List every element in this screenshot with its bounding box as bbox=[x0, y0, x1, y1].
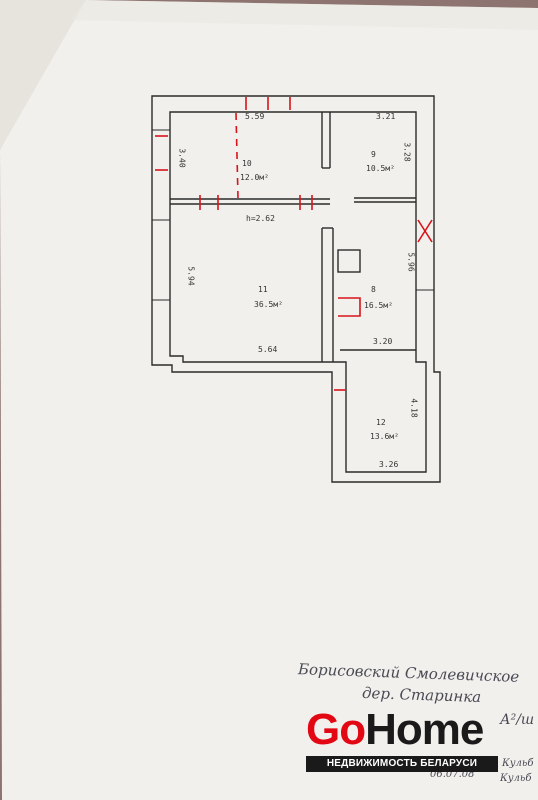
room-9-number: 9 bbox=[371, 150, 376, 159]
handwritten-corner-mark: А²/ш bbox=[500, 712, 535, 728]
stove bbox=[337, 249, 361, 273]
window-cross bbox=[417, 219, 433, 243]
room-12-number: 12 bbox=[376, 418, 386, 427]
dim-right-middle-height: 5.96 bbox=[406, 252, 416, 272]
dim-bottom-width: 5.64 bbox=[258, 345, 278, 354]
room-11-number: 11 bbox=[258, 285, 268, 294]
room-9-area: 10.5м² bbox=[366, 164, 395, 173]
outer-wall-outer-edge bbox=[151, 95, 441, 483]
dim-annex-height: 4.18 bbox=[409, 398, 419, 418]
room-10-number: 10 bbox=[242, 159, 252, 168]
dim-left-upper-height: 3.40 bbox=[177, 148, 187, 168]
room-8-area: 16.5м² bbox=[364, 301, 393, 310]
door-mark bbox=[235, 112, 239, 199]
room-10-area: 12.0м² bbox=[240, 173, 269, 182]
logo-wordmark: GoHome bbox=[306, 705, 484, 754]
dim-left-lower-height: 5.94 bbox=[186, 266, 196, 286]
outer-wall-inner-edge bbox=[169, 111, 427, 473]
logo-home: Home bbox=[365, 705, 484, 754]
room-8-number: 8 bbox=[371, 285, 376, 294]
logo-tagline: НЕДВИЖИМОСТЬ БЕЛАРУСИ bbox=[306, 756, 498, 772]
dim-annex-width: 3.26 bbox=[379, 460, 399, 469]
handwritten-date: 06.07.08 bbox=[430, 769, 475, 780]
handwritten-signature-1: Кульб bbox=[502, 758, 534, 769]
dim-corridor-width: 3.20 bbox=[373, 337, 393, 346]
dim-ceiling-height: h=2.62 bbox=[246, 214, 275, 223]
room-12-area: 13.6м² bbox=[370, 432, 399, 441]
dim-top-left-width: 5.59 bbox=[245, 112, 265, 121]
room-11-area: 36.5м² bbox=[254, 300, 283, 309]
paper-shadow bbox=[70, 0, 538, 30]
handwritten-signature-2: Кульб bbox=[500, 773, 532, 784]
dim-top-right-width: 3.21 bbox=[376, 112, 396, 121]
red-marks bbox=[155, 97, 433, 391]
floor-plan bbox=[151, 95, 441, 483]
gohome-logo: GoHome НЕДВИЖИМОСТЬ БЕЛАРУСИ bbox=[306, 706, 498, 774]
logo-go: Go bbox=[306, 705, 366, 754]
hearth-mark bbox=[338, 297, 361, 317]
dim-right-upper-height: 3.28 bbox=[402, 142, 412, 162]
